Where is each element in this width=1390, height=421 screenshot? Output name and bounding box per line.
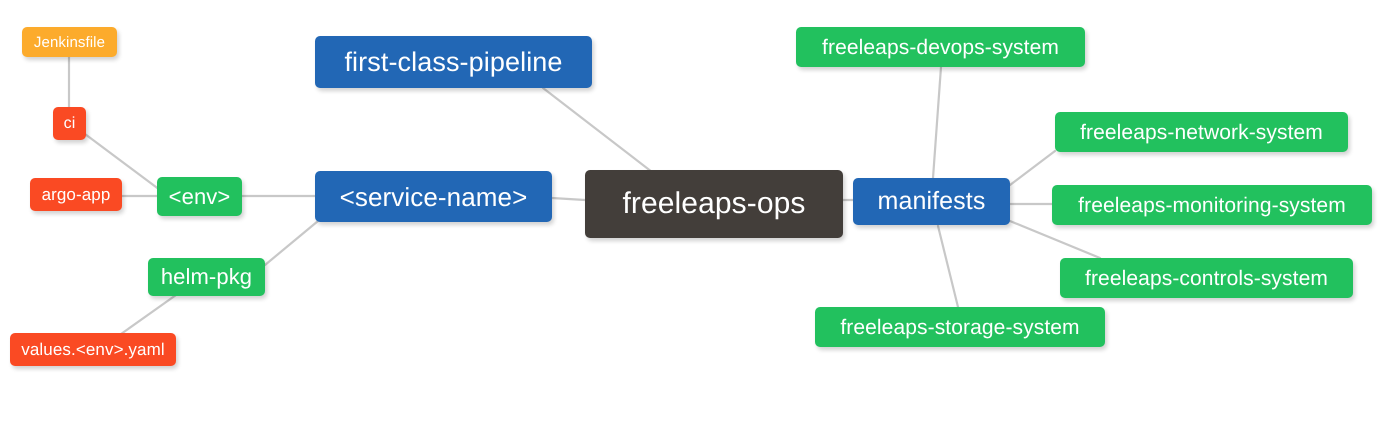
edge-manifests-storage: [936, 224, 960, 309]
node-values-env-yaml[interactable]: values.<env>.yaml: [10, 333, 176, 366]
edge-manifests-controls: [1008, 219, 1102, 260]
node-label: freeleaps-storage-system: [840, 315, 1080, 339]
edge-helmpkg-values: [119, 293, 178, 336]
node-label: helm-pkg: [160, 264, 253, 289]
node-env[interactable]: <env>: [157, 177, 242, 216]
node-jenkinsfile[interactable]: Jenkinsfile: [22, 27, 117, 57]
node-label: argo-app: [41, 185, 111, 204]
edge-service-helmpkg: [263, 219, 320, 267]
node-freeleaps-ops[interactable]: freeleaps-ops: [585, 170, 843, 238]
node-helm-pkg[interactable]: helm-pkg: [148, 258, 265, 296]
edge-manifests-network: [1008, 149, 1057, 187]
node-freeleaps-controls-system[interactable]: freeleaps-controls-system: [1060, 258, 1353, 298]
node-label: Jenkinsfile: [33, 33, 106, 51]
node-freeleaps-devops-system[interactable]: freeleaps-devops-system: [796, 27, 1085, 67]
node-label: freeleaps-ops: [622, 187, 806, 220]
node-label: <env>: [168, 183, 231, 209]
node-service-name[interactable]: <service-name>: [315, 171, 552, 222]
node-label: <service-name>: [339, 181, 528, 212]
edge-service-root: [550, 196, 587, 202]
node-manifests[interactable]: manifests: [853, 178, 1010, 225]
edge-pipeline-root: [541, 86, 654, 174]
node-label: ci: [63, 114, 76, 132]
node-label: manifests: [877, 187, 986, 215]
node-label: freeleaps-network-system: [1080, 120, 1323, 144]
node-label: values.<env>.yaml: [21, 340, 165, 359]
node-label: freeleaps-devops-system: [822, 35, 1059, 59]
node-label: freeleaps-monitoring-system: [1078, 193, 1346, 217]
node-first-class-pipeline[interactable]: first-class-pipeline: [315, 36, 592, 88]
node-label: freeleaps-controls-system: [1085, 266, 1328, 290]
node-freeleaps-monitoring-system[interactable]: freeleaps-monitoring-system: [1052, 185, 1372, 225]
node-label: first-class-pipeline: [344, 46, 563, 77]
node-ci[interactable]: ci: [53, 107, 86, 140]
edge-manifests-devops: [931, 65, 943, 180]
node-freeleaps-storage-system[interactable]: freeleaps-storage-system: [815, 307, 1105, 347]
node-freeleaps-network-system[interactable]: freeleaps-network-system: [1055, 112, 1348, 152]
node-argo-app[interactable]: argo-app: [30, 178, 122, 211]
